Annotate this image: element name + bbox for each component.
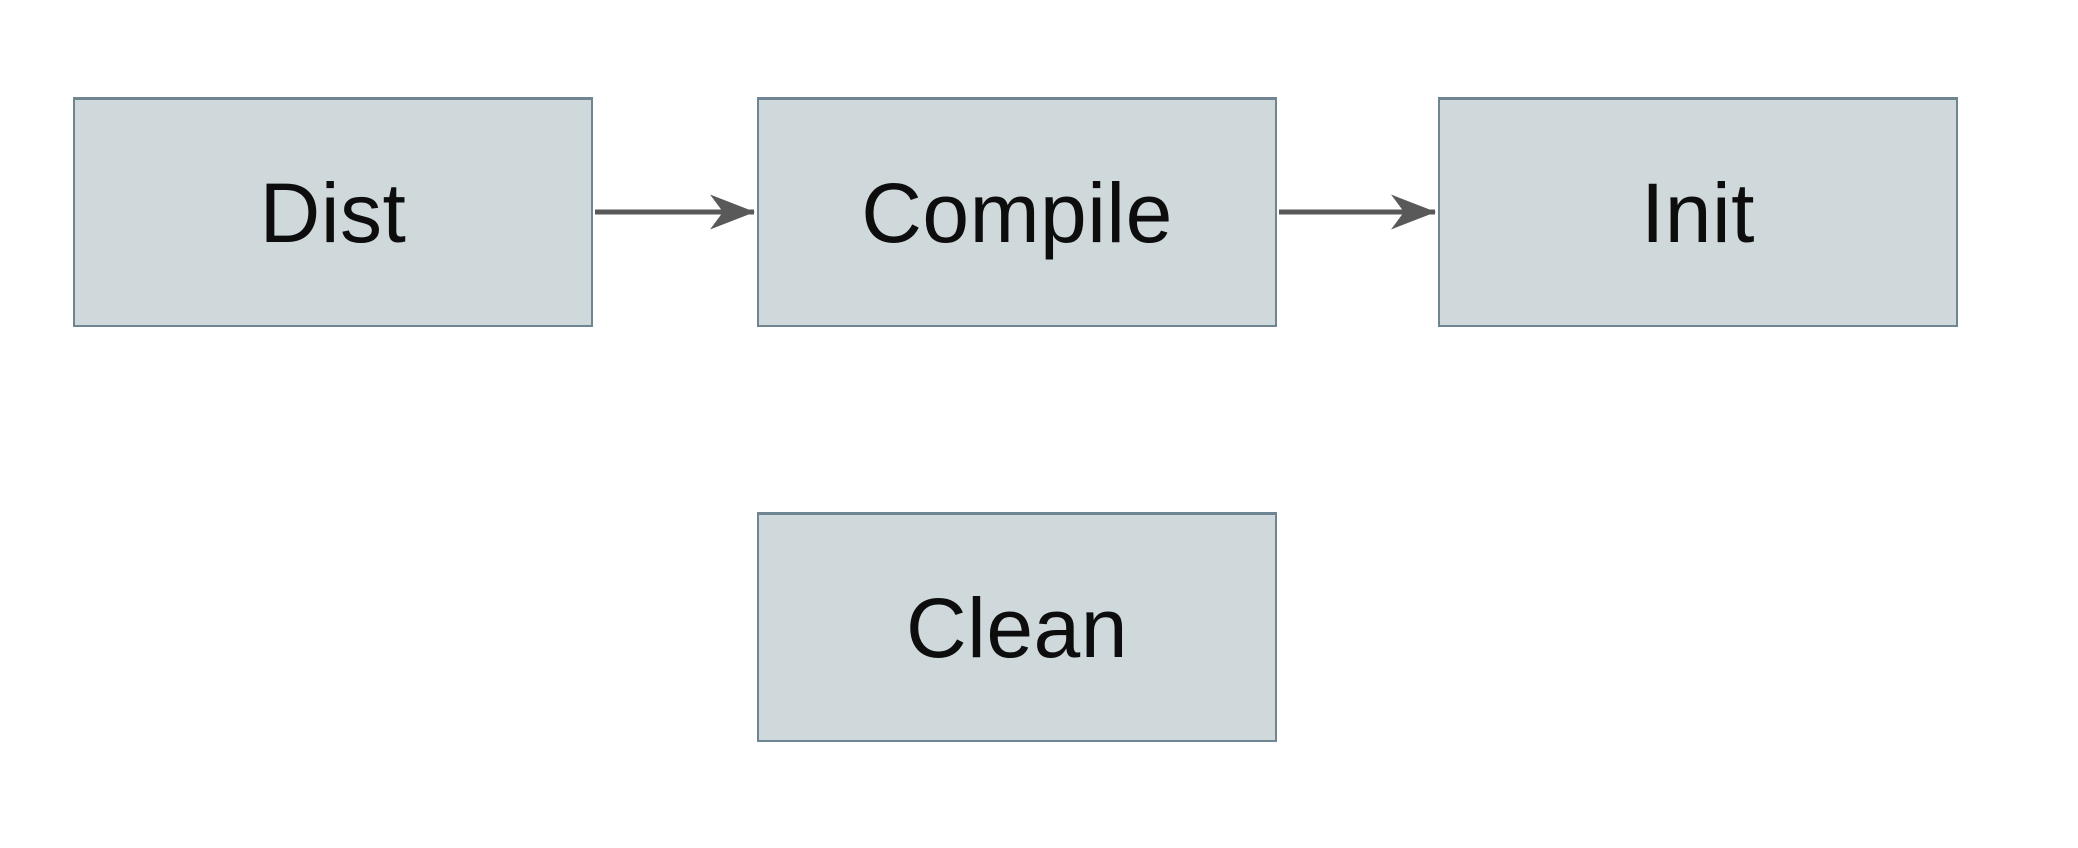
node-compile-label: Compile [861, 165, 1173, 260]
node-dist-label: Dist [259, 165, 407, 260]
node-compile: Compile [757, 97, 1277, 327]
node-init: Init [1438, 97, 1958, 327]
node-clean-label: Clean [906, 580, 1128, 675]
node-clean: Clean [757, 512, 1277, 742]
node-init-label: Init [1640, 165, 1756, 260]
node-dist: Dist [73, 97, 593, 327]
